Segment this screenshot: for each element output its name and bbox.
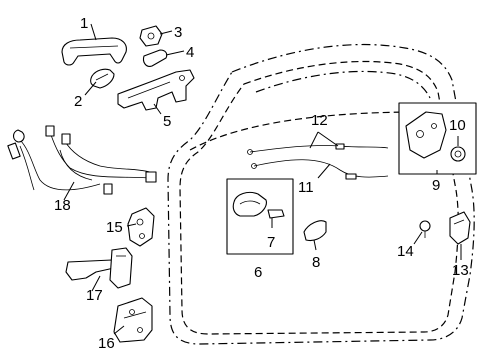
callout-8: 8 [312,254,320,271]
callout-15: 15 [106,219,123,236]
callout-12: 12 [311,112,328,129]
callout-16: 16 [98,335,115,352]
leader-lines [63,23,462,335]
inside-handle-bezel [303,220,327,242]
inside-handle-group [226,178,294,255]
callout-18: 18 [54,197,71,214]
striker-screw [419,220,431,238]
callout-17: 17 [86,287,103,304]
handle-frame [117,69,195,111]
callout-2: 2 [74,93,82,110]
callout-5: 5 [163,113,171,130]
callout-9: 9 [432,177,440,194]
door-lock-group [398,102,477,175]
door-hinge [113,297,153,343]
callout-6: 6 [254,264,262,281]
handle-gasket [142,49,168,67]
handle-cover [90,68,115,89]
lock-cables [247,143,389,180]
door-lock-actuator [127,207,155,247]
callout-10: 10 [449,117,466,134]
callout-14: 14 [397,243,414,260]
callout-11: 11 [298,179,314,196]
wire-harness [7,125,157,195]
callout-7: 7 [267,234,275,251]
callout-3: 3 [174,24,182,41]
callout-labels: 1 2 3 4 5 6 7 8 9 10 11 12 13 14 15 16 1… [54,15,469,352]
callout-4: 4 [186,44,194,61]
door-outline [167,43,475,345]
door-check [65,247,133,289]
outside-door-handle [61,37,127,66]
callout-13: 13 [452,262,469,279]
cylinder-cap [139,25,163,47]
callout-1: 1 [80,15,88,32]
striker-cover [449,211,471,245]
